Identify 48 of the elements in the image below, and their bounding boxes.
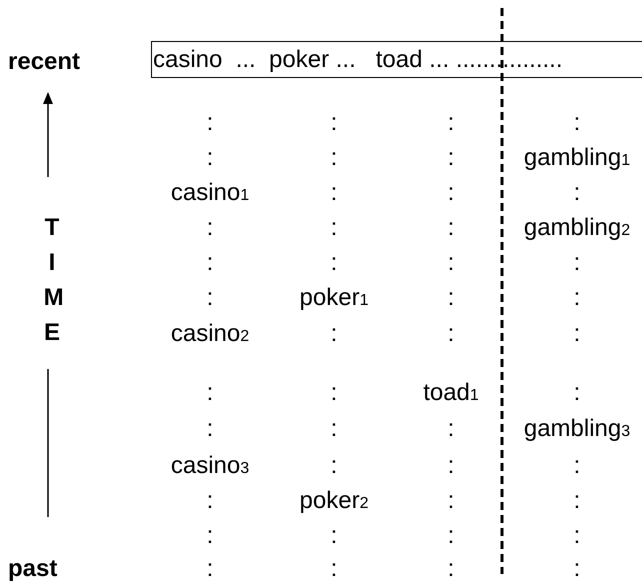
occurrence-text: : [448,489,454,513]
occurrence-text: : [206,557,214,581]
occurrence-text: : [330,524,338,548]
time-label: recent [8,50,80,74]
occurrence-text: : [330,454,338,478]
occurrence-text: : [206,417,214,441]
occurrence-text: : [330,417,338,441]
occurrence-text: : [448,417,454,441]
word-list-box [151,41,642,78]
occurrence-text: : [206,489,214,513]
occurrence-text: : [206,111,214,135]
occurrence-text: : [330,381,338,405]
occurrence-text: : [448,111,454,135]
occurrence-text: : [448,146,454,170]
occurrence-text: : [448,181,454,205]
occurrence-text: : [448,557,454,581]
occurrence-text: : [574,454,580,478]
occurrence-text: : [574,381,580,405]
axis-title: TIME [44,213,60,348]
occurrence-text: : [330,251,338,275]
occurrence-text: : [330,146,338,170]
occurrence-text: : [330,111,338,135]
time-label: past [8,557,58,581]
occurrence-text: : [206,251,214,275]
occurrence-text: : [330,557,338,581]
occurrence-text: : [574,524,580,548]
occurrence-text: : [574,251,580,275]
occurrence-text: : [206,216,214,240]
occurrence-text: : [574,111,580,135]
occurrence-text: : [206,381,214,405]
occurrence-text: : [448,286,454,310]
occurrence-text: : [448,216,454,240]
word-sequence: casino ... poker ... toad ... ................ [153,48,562,72]
occurrence-text: : [448,454,454,478]
occurrence-text: : [206,146,214,170]
occurrence-text: : [330,181,338,205]
occurrence-text: : [448,524,454,548]
occurrence-text: : [206,286,214,310]
occurrence-text: : [574,181,580,205]
occurrence-text: : [448,322,454,346]
occurrence-text: : [330,322,338,346]
occurrence-text: : [448,251,454,275]
occurrence-text: : [574,489,580,513]
occurrence-text: : [574,322,580,346]
occurrence-text: : [330,216,338,240]
occurrence-text: : [574,557,580,581]
occurrence-text: : [206,524,214,548]
occurrence-text: : [574,286,580,310]
